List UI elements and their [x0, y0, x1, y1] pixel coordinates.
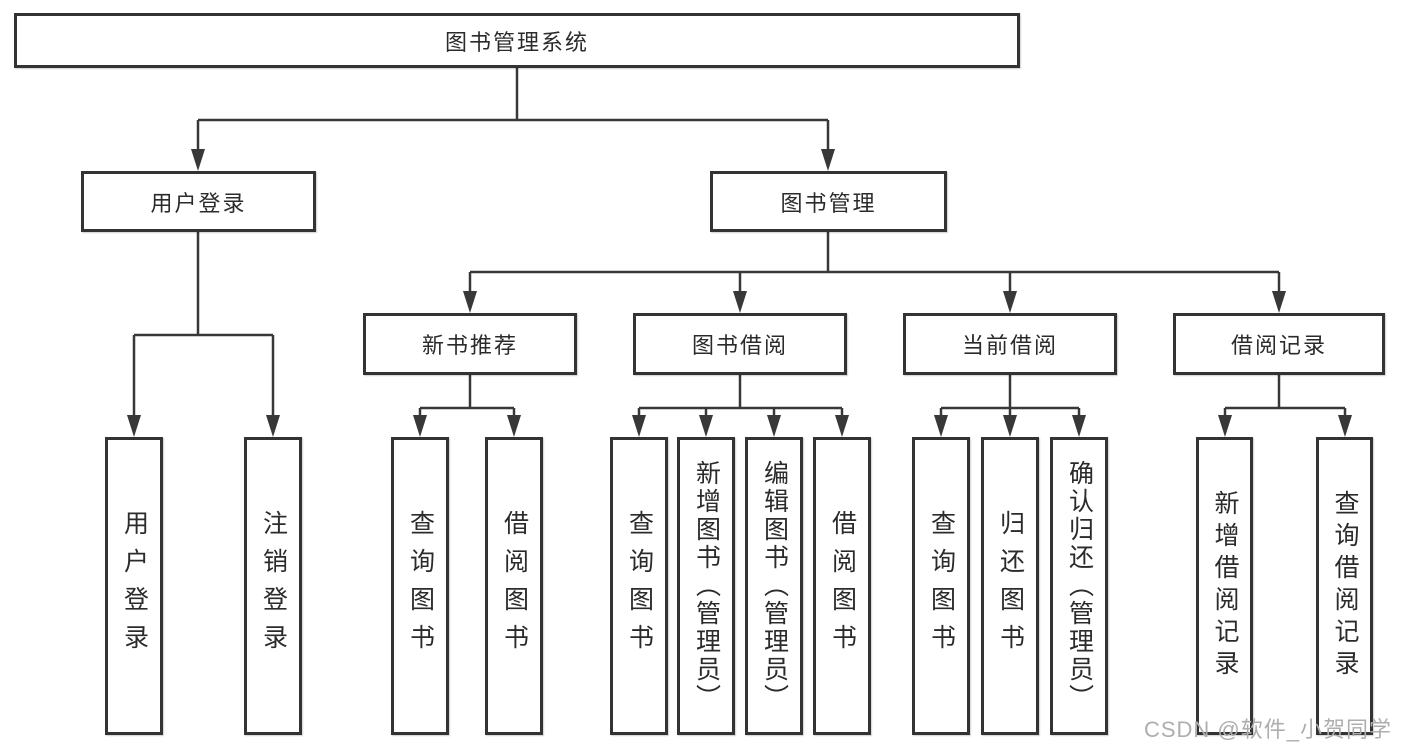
leaf-bb-add-books-admin: 新增图书（管理员） — [677, 437, 735, 735]
leaf-cb-confirm-return-admin-label: 确认归还（管理员） — [1065, 460, 1094, 712]
leaf-bb-query-books-label: 查询图书 — [625, 510, 654, 662]
leaf-bb-query-books: 查询图书 — [610, 437, 668, 735]
leaf-cb-return-books: 归还图书 — [981, 437, 1039, 735]
node-borrowing-records: 借阅记录 — [1173, 313, 1385, 375]
leaf-logout-label: 注销登录 — [259, 510, 288, 662]
leaf-nb-query-books: 查询图书 — [391, 437, 449, 735]
node-book-borrowing-label: 图书借阅 — [691, 333, 788, 358]
leaf-bb-add-books-admin-label: 新增图书（管理员） — [692, 460, 721, 712]
leaf-br-add-record-label: 新增借阅记录 — [1211, 490, 1239, 682]
leaf-bb-edit-books-admin-label: 编辑图书（管理员） — [760, 460, 789, 712]
node-library-system-label: 图书管理系统 — [444, 29, 589, 55]
leaf-bb-edit-books-admin: 编辑图书（管理员） — [745, 437, 803, 735]
node-user-login-label: 用户登录 — [150, 190, 247, 216]
leaf-bb-borrow-books-label: 借阅图书 — [828, 510, 857, 662]
leaf-user-login-label: 用户登录 — [120, 510, 149, 662]
leaf-user-login: 用户登录 — [105, 437, 163, 735]
leaf-bb-borrow-books: 借阅图书 — [813, 437, 871, 735]
leaf-cb-query-books-label: 查询图书 — [927, 510, 956, 662]
leaf-br-query-record: 查询借阅记录 — [1316, 437, 1373, 735]
leaf-nb-query-books-label: 查询图书 — [406, 510, 435, 662]
node-library-system: 图书管理系统 — [14, 13, 1020, 68]
node-user-login: 用户登录 — [81, 171, 316, 232]
node-new-book-recommend: 新书推荐 — [363, 313, 577, 375]
node-book-borrowing: 图书借阅 — [633, 313, 847, 375]
node-current-borrowing-label: 当前借阅 — [961, 333, 1058, 358]
leaf-logout: 注销登录 — [244, 437, 302, 735]
node-book-management: 图书管理 — [710, 171, 947, 232]
node-book-management-label: 图书管理 — [780, 190, 877, 216]
leaf-cb-confirm-return-admin: 确认归还（管理员） — [1050, 437, 1108, 735]
node-new-book-recommend-label: 新书推荐 — [421, 333, 518, 358]
leaf-br-add-record: 新增借阅记录 — [1196, 437, 1253, 735]
csdn-watermark: CSDN @软件_小贺同学 — [1143, 717, 1392, 742]
node-current-borrowing: 当前借阅 — [903, 313, 1117, 375]
leaf-nb-borrow-books-label: 借阅图书 — [500, 510, 529, 662]
leaf-cb-return-books-label: 归还图书 — [996, 510, 1025, 662]
leaf-br-query-record-label: 查询借阅记录 — [1331, 490, 1359, 682]
node-borrowing-records-label: 借阅记录 — [1230, 333, 1327, 358]
leaf-cb-query-books: 查询图书 — [912, 437, 970, 735]
leaf-nb-borrow-books: 借阅图书 — [485, 437, 543, 735]
